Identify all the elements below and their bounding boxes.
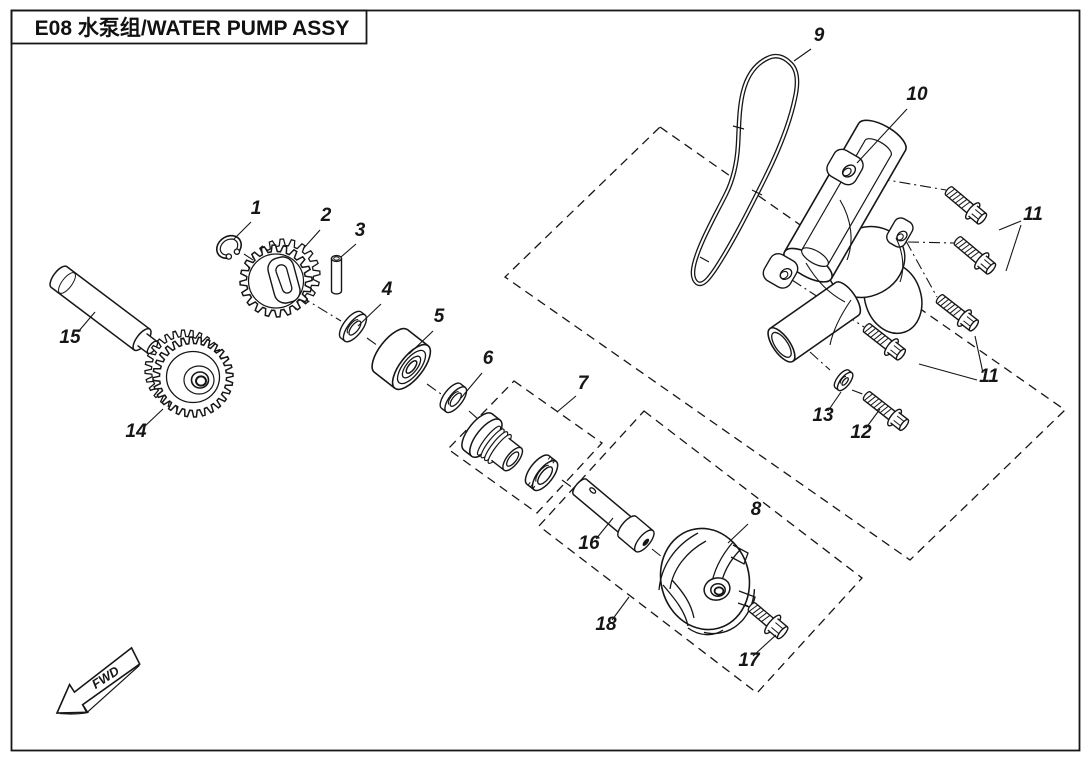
part-pump-shaft bbox=[572, 478, 655, 553]
part-gear-shaft bbox=[49, 265, 159, 355]
part-water-pump-cover bbox=[762, 119, 923, 363]
callout-5-bearing: 5 bbox=[434, 306, 445, 327]
callout-9-gasket: 9 bbox=[814, 25, 825, 46]
mounting-plane-outline bbox=[503, 126, 1067, 561]
axis-line bbox=[426, 383, 442, 395]
callout-17-impeller-bolt: 17 bbox=[738, 650, 761, 671]
leader-line bbox=[974, 335, 984, 374]
leader-line bbox=[357, 303, 382, 327]
leader-line bbox=[752, 634, 777, 657]
leader-line bbox=[340, 243, 357, 258]
leader-line bbox=[918, 363, 978, 381]
leader-line bbox=[856, 108, 908, 164]
callout-11-flange-bolts-upper-pair: 11 bbox=[1023, 204, 1043, 225]
leader-line bbox=[611, 596, 630, 621]
part-circlip bbox=[216, 234, 243, 260]
leader-line bbox=[556, 395, 577, 413]
leader-line bbox=[793, 48, 812, 62]
part-bolt-11d bbox=[862, 323, 907, 361]
axis-line bbox=[243, 253, 263, 267]
part-washer-4 bbox=[338, 310, 368, 343]
part-impeller bbox=[658, 527, 756, 636]
callout-1-circlip: 1 bbox=[251, 198, 262, 219]
leader-line bbox=[233, 221, 252, 240]
page-title: E08 水泵组/WATER PUMP ASSY bbox=[35, 16, 350, 40]
part-impeller-bolt bbox=[747, 602, 789, 640]
callout-13-small-washer: 13 bbox=[812, 405, 834, 426]
callout-2-pump-drive-gear: 2 bbox=[320, 205, 332, 226]
callout-3-dowel-pin: 3 bbox=[355, 220, 366, 241]
callout-4-washer: 4 bbox=[381, 279, 393, 300]
axis-line bbox=[809, 351, 831, 371]
leader-line bbox=[408, 330, 434, 355]
part-bolt-11c bbox=[935, 294, 980, 332]
axis-line bbox=[857, 174, 947, 191]
part-pump-drive-gear bbox=[239, 238, 321, 318]
axis-line bbox=[907, 241, 956, 244]
callout-12-flange-bolt: 12 bbox=[850, 422, 872, 443]
part-mech-seal-body bbox=[461, 412, 524, 472]
part-mech-seal-seat bbox=[524, 454, 559, 492]
leader-line bbox=[827, 391, 842, 412]
page-border bbox=[10, 9, 1081, 752]
axis-line bbox=[366, 337, 382, 349]
group-7-outline bbox=[447, 380, 603, 514]
axis-line bbox=[905, 240, 938, 298]
callout-7-mechanical-seal-set: 7 bbox=[578, 373, 590, 394]
part-seal-washer bbox=[439, 382, 468, 414]
part-dowel-pin bbox=[330, 254, 343, 295]
callout-18-pump-shaft-impeller-set: 18 bbox=[595, 614, 617, 635]
leader-line bbox=[143, 408, 164, 428]
callout-11-flange-bolts-lower-pair: 11 bbox=[979, 366, 999, 387]
callout-15-gear-shaft: 15 bbox=[59, 327, 81, 348]
axis-line bbox=[851, 389, 866, 396]
part-washer-13 bbox=[833, 369, 854, 392]
leader-line bbox=[595, 517, 614, 540]
part-bearing bbox=[371, 327, 432, 391]
leader-line bbox=[460, 372, 483, 399]
part-bolt-11b bbox=[953, 236, 997, 275]
part-bolt-12 bbox=[862, 391, 910, 432]
callout-6-seal-washer: 6 bbox=[483, 348, 494, 369]
leader-line bbox=[77, 311, 96, 333]
part-bolt-11a bbox=[944, 186, 988, 225]
leader-line bbox=[302, 229, 321, 250]
leader-line bbox=[1005, 224, 1022, 272]
callout-14-driven-gear: 14 bbox=[125, 421, 147, 442]
part-gasket bbox=[690, 53, 800, 287]
title-box bbox=[10, 9, 368, 45]
leader-line bbox=[865, 408, 881, 429]
leader-line bbox=[998, 220, 1022, 231]
callout-8-impeller: 8 bbox=[751, 499, 762, 520]
part-driven-gear bbox=[144, 329, 234, 418]
callout-16-pump-shaft: 16 bbox=[578, 533, 600, 554]
axis-line bbox=[468, 410, 479, 420]
exploded-parts: FWD bbox=[49, 53, 997, 715]
leader-line bbox=[727, 523, 749, 544]
callout-10-water-pump-cover: 10 bbox=[906, 84, 928, 105]
